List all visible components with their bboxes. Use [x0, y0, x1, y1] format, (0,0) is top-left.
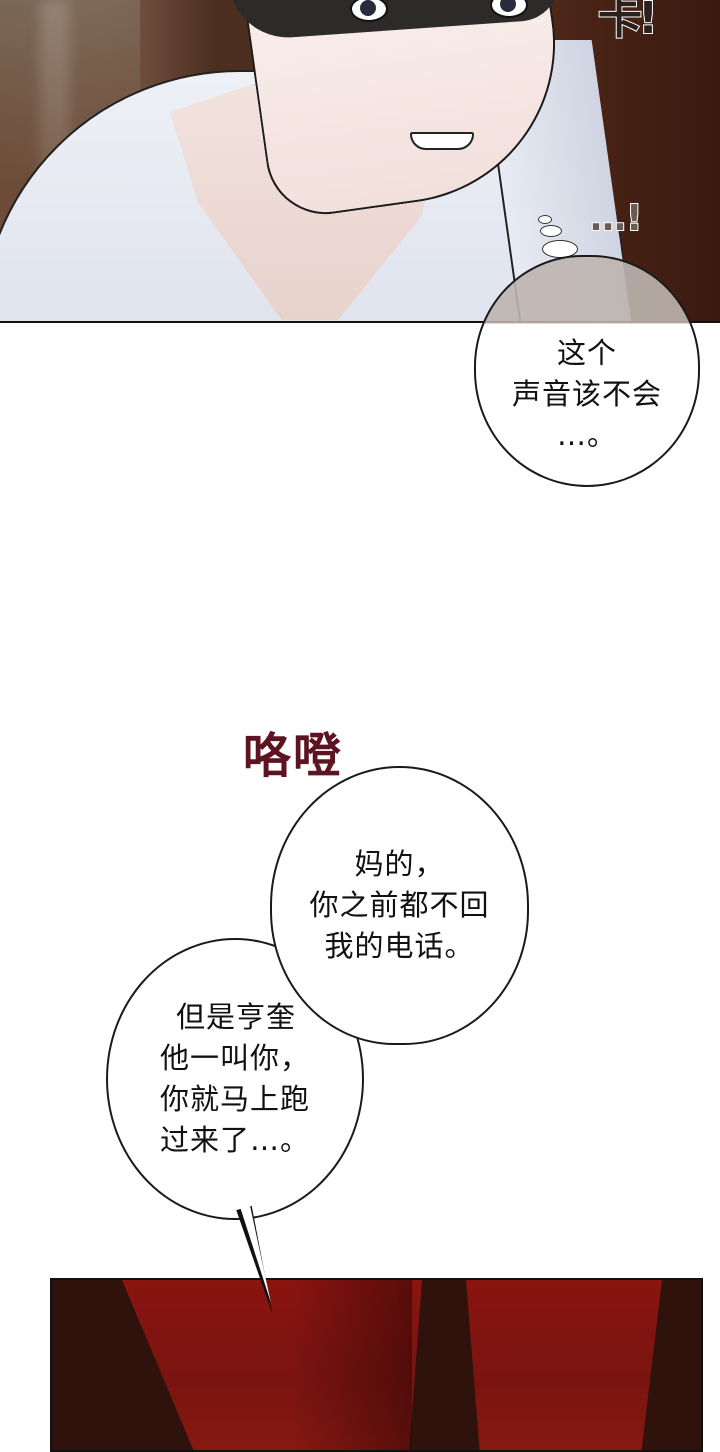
speech-bubble-bottom-text: 但是亨奎 他一叫你， 你就马上跑 过来了…。 — [160, 997, 310, 1161]
thought-bubble: 这个 声音该不会 …。 — [474, 255, 700, 487]
comic-panel-3 — [50, 1278, 703, 1452]
comic-panel-1: 卡! …! — [0, 0, 720, 323]
character-eye-left — [350, 0, 388, 22]
bubble-line: 你之前都不回 — [309, 888, 490, 922]
bubble-line: 他一叫你， — [159, 1041, 310, 1075]
leg-shadow — [292, 1280, 412, 1450]
bubble-line: 这个 — [556, 335, 617, 370]
bubble-line: 妈的， — [354, 847, 445, 881]
thought-dot-small — [538, 215, 552, 224]
bubble-line: …。 — [556, 417, 617, 452]
sound-effect-top: 卡! — [597, 0, 659, 45]
thought-dot-medium — [540, 225, 562, 237]
bubble-line: 声音该不会 — [511, 376, 662, 411]
panel-border — [0, 321, 720, 323]
character-mouth — [410, 132, 474, 150]
sound-effect-thump: 咯噔 — [243, 728, 344, 784]
speech-bubble-top-text: 妈的， 你之前都不回 我的电话。 — [309, 844, 489, 967]
speech-bubble-top: 妈的， 你之前都不回 我的电话。 — [270, 766, 529, 1045]
bubble-line: 你就马上跑 — [159, 1082, 310, 1116]
thought-bubble-text: 这个 声音该不会 …。 — [512, 333, 662, 456]
character-leg-right — [466, 1280, 662, 1450]
bubble-line: 过来了…。 — [159, 1123, 310, 1157]
bubble-line: 我的电话。 — [324, 929, 475, 963]
sound-effect-exclaim: …! — [589, 197, 643, 240]
bubble-line: 但是亨奎 — [175, 1000, 296, 1034]
character-eye-right — [490, 0, 528, 18]
